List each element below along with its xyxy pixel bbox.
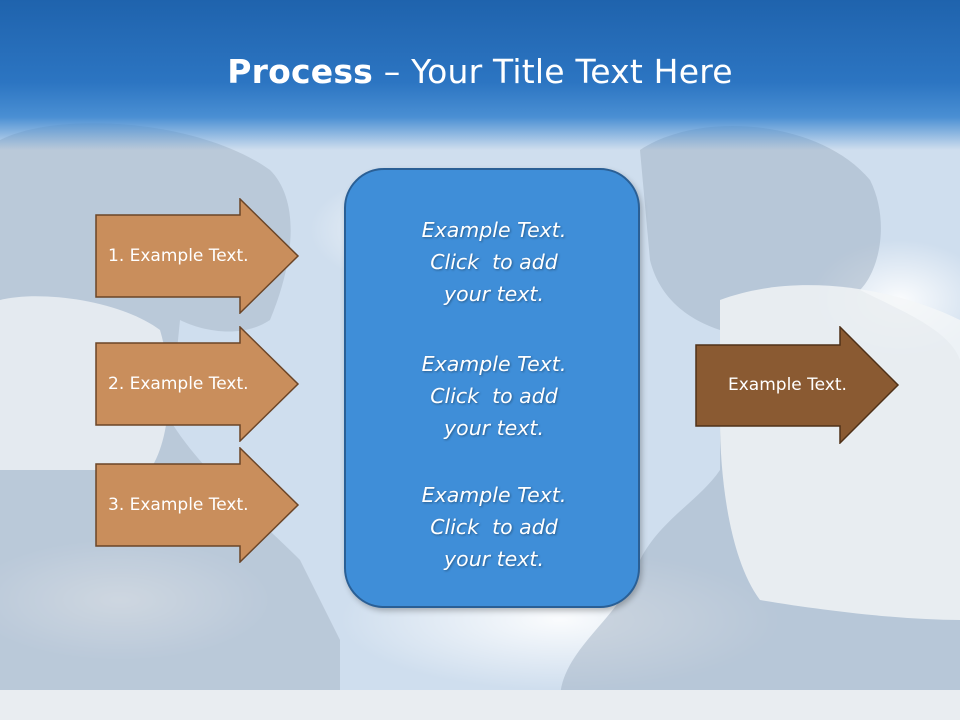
title-rest: – Your Title Text Here (373, 52, 733, 91)
text-line: your text. (444, 416, 544, 440)
slide-title[interactable]: Process – Your Title Text Here (0, 52, 960, 91)
arrow-shape-icon (95, 198, 300, 314)
arrow-shape-icon (95, 447, 300, 563)
step-label: 3. Example Text. (108, 495, 249, 515)
arrow-shape-icon (695, 326, 900, 444)
text-line: Click to add (430, 250, 558, 274)
text-line: your text. (444, 547, 544, 571)
step-arrow-3[interactable]: 3. Example Text. (95, 447, 300, 563)
header-band (0, 0, 960, 150)
step-arrow-2[interactable]: 2. Example Text. (95, 326, 300, 442)
step-arrow-1[interactable]: 1. Example Text. (95, 198, 300, 314)
text-block-3: Example Text. Click to add your text. (346, 479, 642, 575)
text-line: your text. (444, 282, 544, 306)
text-line: Example Text. (421, 352, 567, 376)
result-label: Example Text. (728, 375, 847, 395)
text-block-1: Example Text. Click to add your text. (346, 214, 642, 310)
center-content-box[interactable]: Example Text. Click to add your text. Ex… (344, 168, 640, 608)
step-label: 2. Example Text. (108, 374, 249, 394)
text-line: Click to add (430, 515, 558, 539)
step-label: 1. Example Text. (108, 246, 249, 266)
text-line: Click to add (430, 384, 558, 408)
text-block-2: Example Text. Click to add your text. (346, 348, 642, 444)
text-line: Example Text. (421, 483, 567, 507)
text-line: Example Text. (421, 218, 567, 242)
arrow-shape-icon (95, 326, 300, 442)
result-arrow[interactable]: Example Text. (695, 326, 900, 444)
title-bold: Process (227, 52, 374, 91)
